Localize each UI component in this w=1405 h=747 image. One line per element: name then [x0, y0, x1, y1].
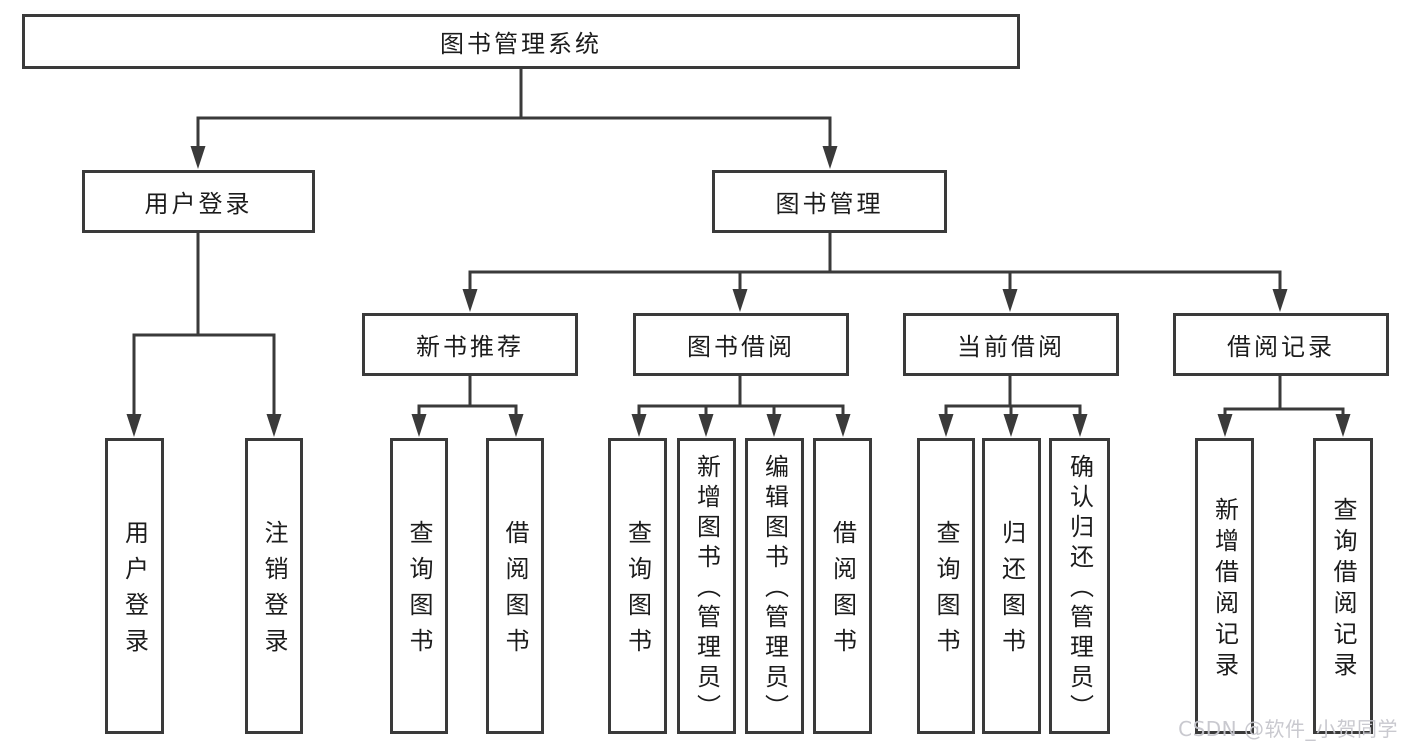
node-borrowing-records: 借阅记录: [1173, 313, 1389, 376]
node-label: 新书推荐: [416, 333, 524, 361]
node-label: 确认归还（管理员）: [1065, 454, 1094, 724]
leaf-edit-books-admin: 编辑图书（管理员）: [745, 438, 804, 734]
arrowheads: [126, 146, 1351, 437]
leaf-query-books-recommend: 查询图书: [390, 438, 448, 734]
node-label: 查询图书: [405, 520, 433, 664]
node-current-borrowing: 当前借阅: [903, 313, 1119, 376]
node-label: 图书借阅: [687, 333, 795, 361]
leaf-user-login: 用户登录: [105, 438, 164, 734]
node-label: 用户登录: [120, 520, 149, 664]
node-label: 图书管理系统: [440, 30, 602, 58]
node-label: 归还图书: [997, 520, 1026, 664]
node-label: 查询借阅记录: [1329, 496, 1357, 683]
node-label: 新增图书（管理员）: [692, 454, 721, 724]
node-book-management-branch: 图书管理: [712, 170, 947, 233]
node-label: 图书管理: [775, 190, 884, 218]
node-label: 查询图书: [623, 520, 652, 664]
node-label: 编辑图书（管理员）: [760, 454, 789, 724]
node-library-management-system: 图书管理系统: [22, 14, 1020, 69]
leaf-return-books: 归还图书: [982, 438, 1041, 734]
leaf-logout: 注销登录: [245, 438, 303, 734]
leaf-query-borrow-record: 查询借阅记录: [1313, 438, 1373, 734]
node-label: 借阅图书: [828, 520, 857, 664]
node-book-borrowing: 图书借阅: [633, 313, 849, 376]
watermark: CSDN @软件_小贺同学: [1178, 717, 1398, 741]
node-new-book-recommendation: 新书推荐: [362, 313, 578, 376]
node-label: 注销登录: [260, 520, 288, 664]
leaf-borrow-books: 借阅图书: [813, 438, 872, 734]
node-label: 查询图书: [932, 520, 960, 664]
leaf-borrow-books-recommend: 借阅图书: [486, 438, 544, 734]
node-label: 当前借阅: [957, 333, 1065, 361]
leaf-query-books-current: 查询图书: [917, 438, 975, 734]
node-label: 新增借阅记录: [1210, 496, 1239, 683]
node-label: 借阅记录: [1227, 333, 1335, 361]
leaf-add-borrow-record: 新增借阅记录: [1195, 438, 1254, 734]
node-label: 用户登录: [144, 190, 253, 218]
node-user-login-branch: 用户登录: [82, 170, 315, 233]
node-label: 借阅图书: [501, 520, 529, 664]
leaf-query-books-borrow: 查询图书: [608, 438, 667, 734]
leaf-confirm-return-admin: 确认归还（管理员）: [1049, 438, 1110, 734]
leaf-add-books-admin: 新增图书（管理员）: [677, 438, 736, 734]
